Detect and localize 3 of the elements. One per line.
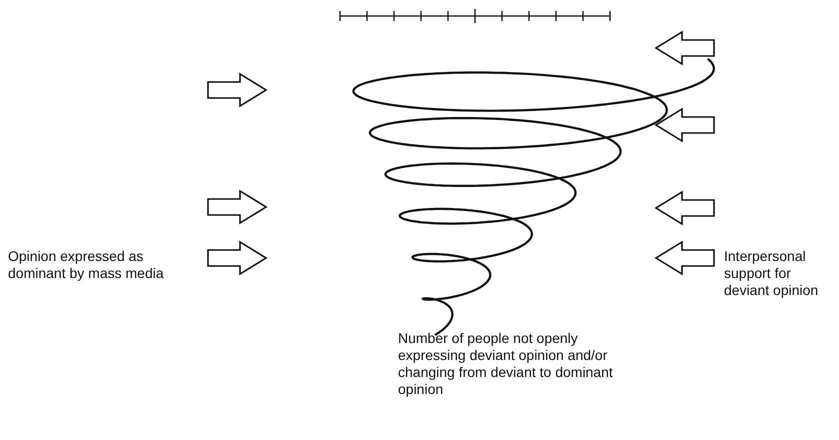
caption-text: Interpersonal support for deviant opinion xyxy=(724,248,820,299)
caption-text: Number of people not openly expressing deviant opinion and/or changing from deviant to dominant opinion xyxy=(398,330,614,398)
caption-text: Opinion expressed as dominant by mass media xyxy=(8,248,165,282)
